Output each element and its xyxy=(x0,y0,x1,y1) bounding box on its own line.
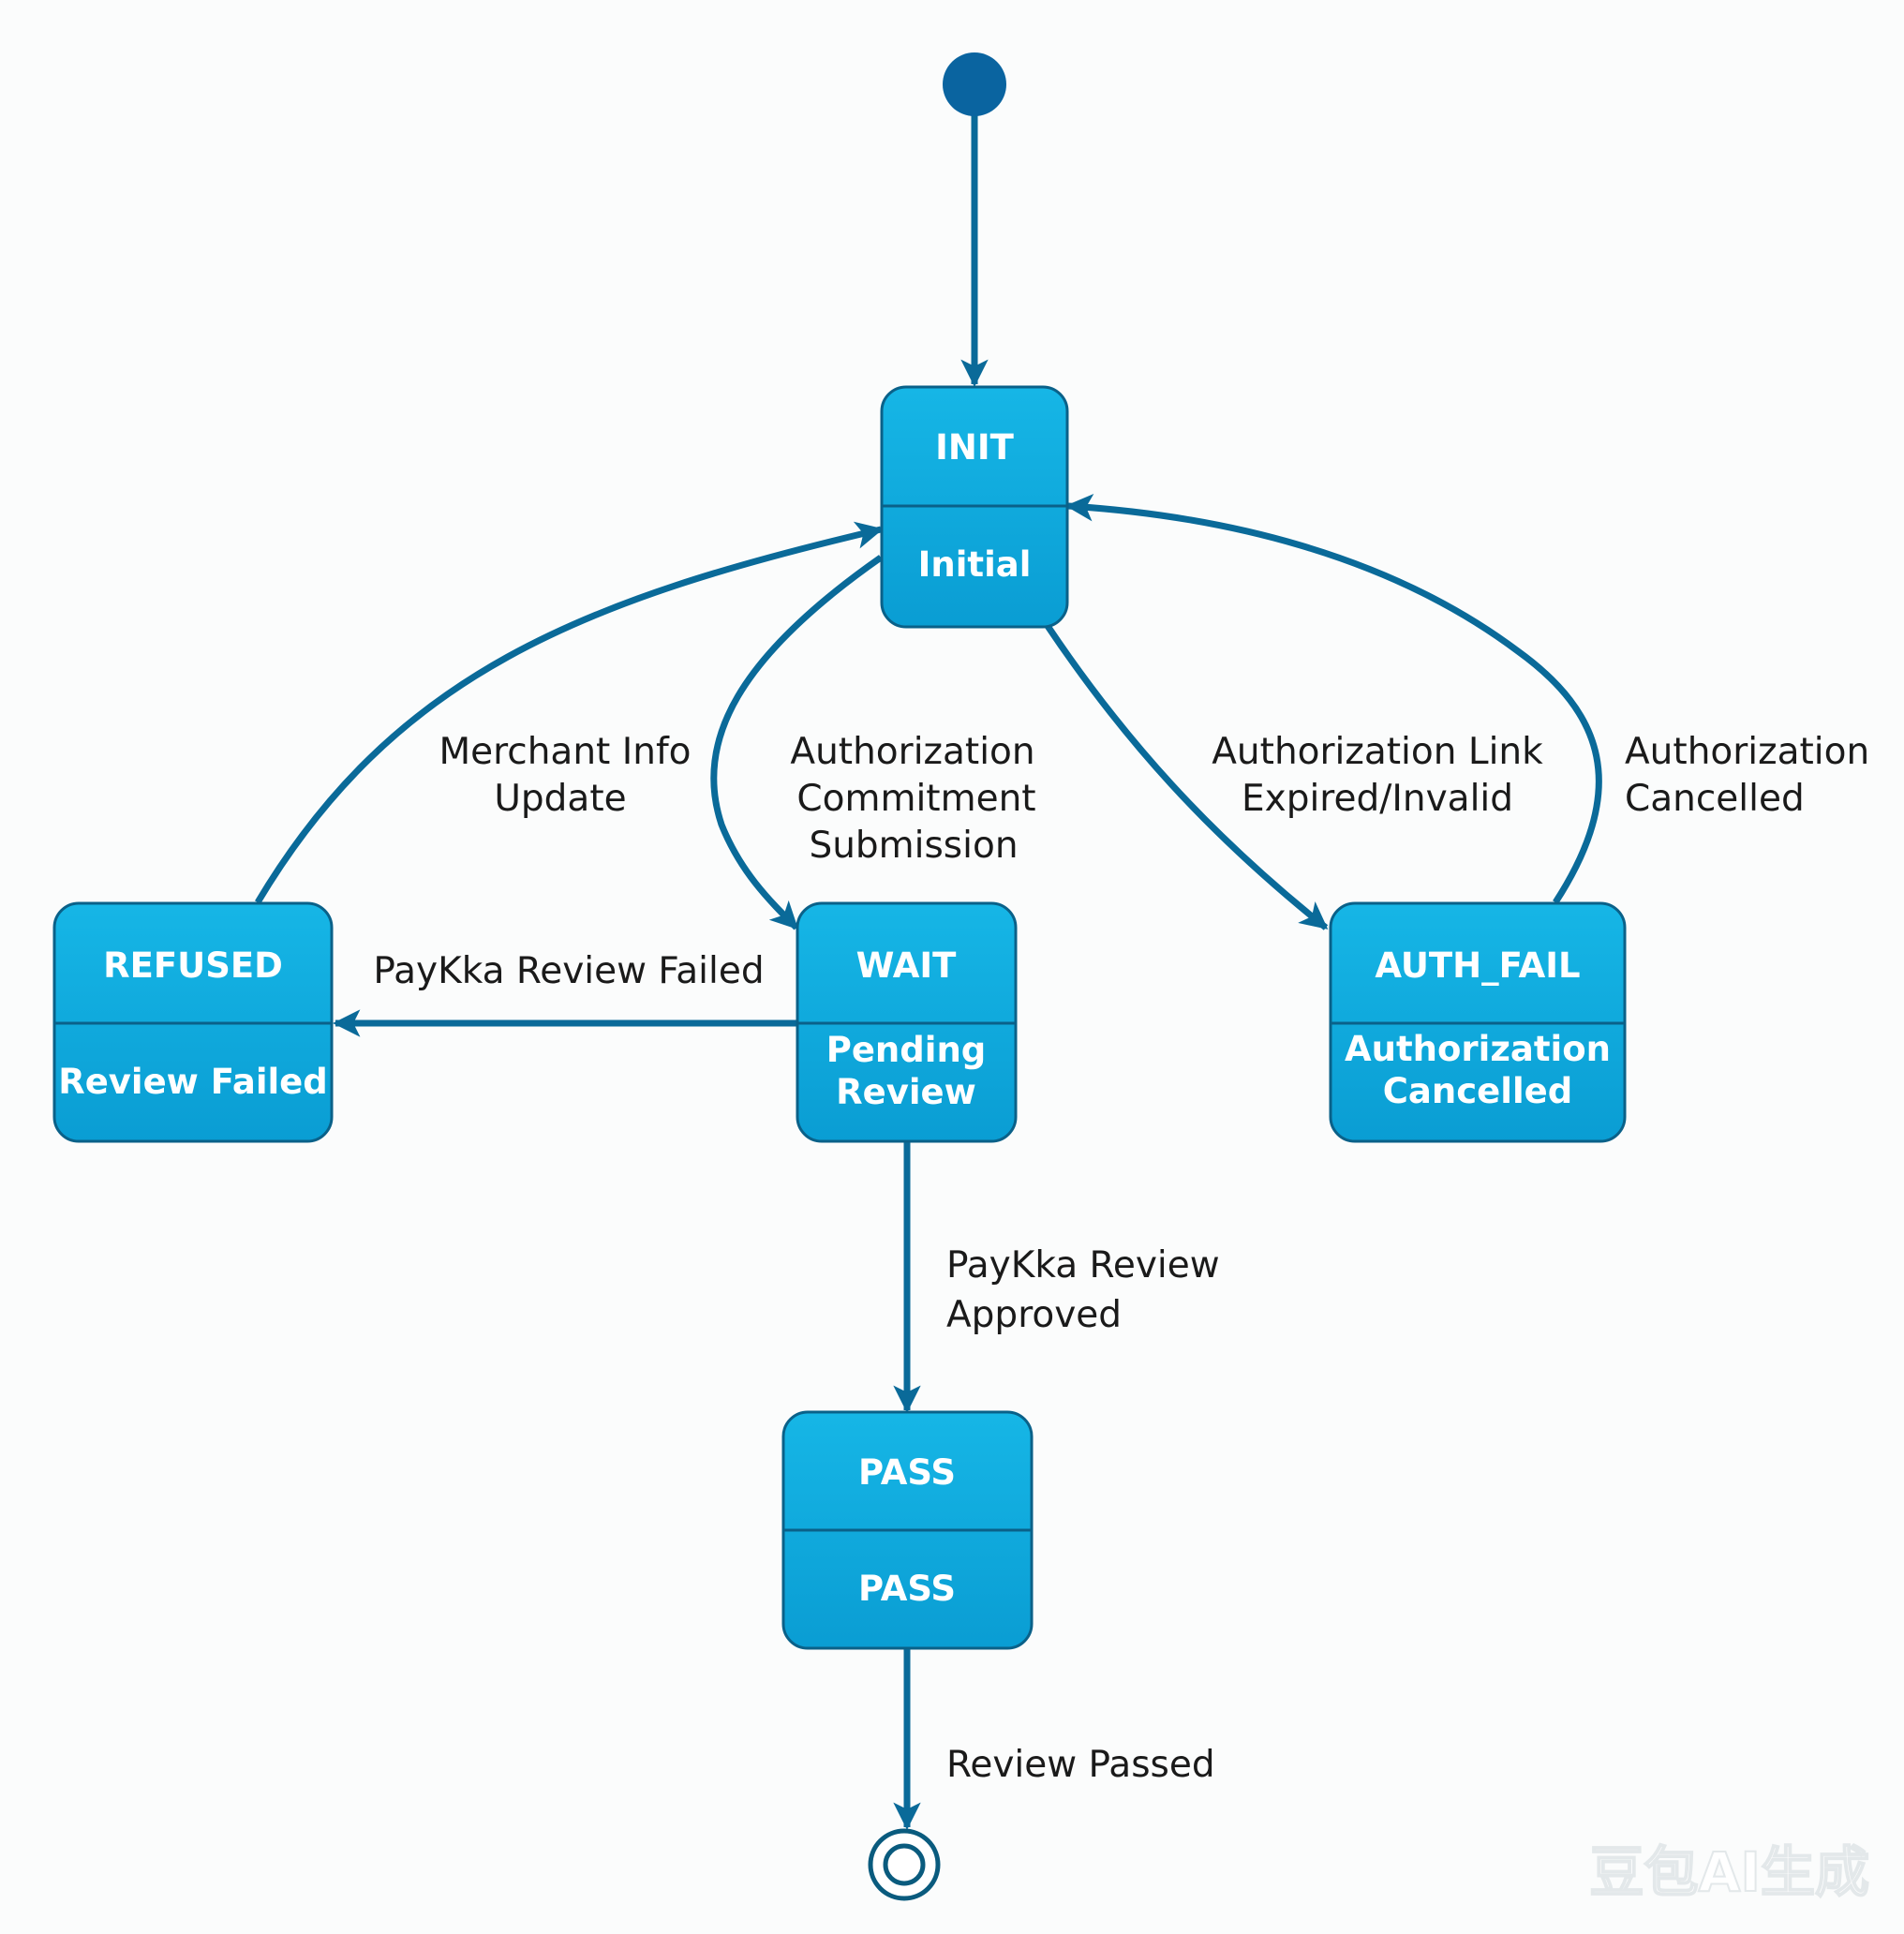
state-description: Initial xyxy=(918,544,1032,585)
state-name: AUTH_FAIL xyxy=(1375,945,1580,986)
state-name: WAIT xyxy=(856,945,958,986)
state-description: PASS xyxy=(858,1569,956,1609)
label-line: Authorization xyxy=(1625,731,1869,773)
state-description: Cancelled xyxy=(1383,1071,1572,1111)
state-refused: REFUSED Review Failed xyxy=(52,901,334,1143)
initial-node xyxy=(943,52,1006,116)
label-line: Expired/Invalid xyxy=(1242,778,1513,820)
state-auth-fail: AUTH_FAIL Authorization Cancelled xyxy=(1329,901,1627,1143)
label-line: Approved xyxy=(946,1294,1122,1336)
label-line: PayKka Review Failed xyxy=(373,950,764,992)
state-description: Authorization xyxy=(1345,1029,1611,1069)
watermark: 豆包AI生成 xyxy=(1590,1840,1869,1904)
state-name: REFUSED xyxy=(103,945,283,986)
edge-refused-to-init xyxy=(254,521,884,904)
transition-label-authorization-link-expired: Authorization Link Expired/Invalid xyxy=(1212,731,1543,820)
state-init: INIT Initial xyxy=(880,385,1069,629)
label-line: Submission xyxy=(809,825,1018,867)
state-name: INIT xyxy=(935,427,1014,468)
label-line: Cancelled xyxy=(1625,778,1805,820)
state-description: Pending xyxy=(826,1030,987,1070)
transition-label-paykka-review-approved: PayKka Review Approved xyxy=(946,1244,1220,1336)
state-pass: PASS PASS xyxy=(781,1410,1034,1650)
state-wait: WAIT Pending Review xyxy=(796,901,1018,1143)
state-description: Review Failed xyxy=(58,1062,328,1102)
label-line: Merchant Info xyxy=(439,731,691,773)
edges xyxy=(254,111,1602,1830)
final-node xyxy=(868,1828,941,1901)
transition-label-paykka-review-failed: PayKka Review Failed xyxy=(373,950,764,992)
label-line: Commitment xyxy=(796,778,1035,820)
label-line: Update xyxy=(494,778,626,820)
transition-label-merchant-info-update: Merchant Info Update xyxy=(439,731,691,820)
label-line: Authorization xyxy=(790,731,1034,773)
label-line: Authorization Link xyxy=(1212,731,1543,773)
transition-label-review-passed: Review Passed xyxy=(946,1744,1215,1786)
state-name: PASS xyxy=(858,1452,956,1493)
label-line: PayKka Review xyxy=(946,1244,1220,1287)
transition-label-authorization-cancelled: Authorization Cancelled xyxy=(1625,731,1869,820)
transition-label-authorization-commitment: Authorization Commitment Submission xyxy=(790,731,1035,867)
edge-init-to-wait xyxy=(710,555,884,930)
edge-auth-fail-to-init xyxy=(1065,493,1602,904)
edge-init-to-auth-fail xyxy=(1045,624,1329,930)
state-description: Review xyxy=(836,1072,976,1112)
label-line: Review Passed xyxy=(946,1744,1215,1786)
